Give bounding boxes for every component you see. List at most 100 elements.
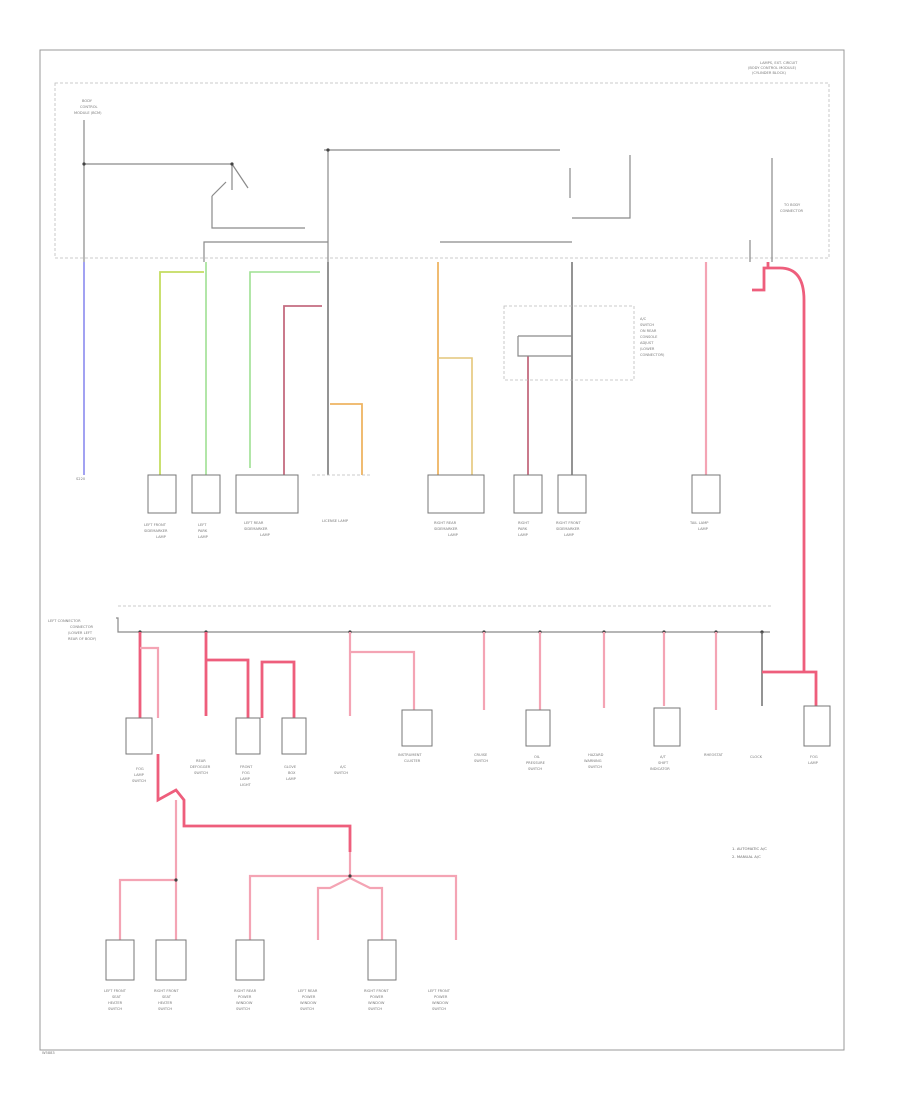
svg-text:LEFT CONNECTOR: LEFT CONNECTOR xyxy=(48,619,81,623)
svg-text:LAMP: LAMP xyxy=(198,535,209,539)
ac-switch-bottom: A/C SWITCH xyxy=(334,765,348,775)
svg-text:LAMP: LAMP xyxy=(448,533,459,537)
svg-text:FOG: FOG xyxy=(242,771,250,775)
svg-text:LEFT: LEFT xyxy=(198,523,207,527)
svg-text:S220: S220 xyxy=(76,477,86,481)
license-lamp: LICENSE LAMP xyxy=(312,474,372,523)
top-right-note: LAMPS, EXT. CIRCUIT (BODY CONTROL MODULE… xyxy=(748,61,798,75)
svg-text:RIGHT FRONT: RIGHT FRONT xyxy=(364,989,389,993)
svg-text:FRONT: FRONT xyxy=(240,765,253,769)
svg-text:1. AUTOMATIC A/C: 1. AUTOMATIC A/C xyxy=(732,846,767,851)
svg-text:POWER: POWER xyxy=(434,995,448,999)
right-park-lamp: RIGHT PARK LAMP xyxy=(513,474,543,537)
svg-text:(LOWER: (LOWER xyxy=(640,347,655,351)
svg-text:PARK: PARK xyxy=(198,529,208,533)
svg-text:LAMPS, EXT. CIRCUIT: LAMPS, EXT. CIRCUIT xyxy=(760,61,798,65)
svg-text:HAZARD: HAZARD xyxy=(588,753,604,757)
svg-text:HEATER: HEATER xyxy=(108,1001,123,1005)
svg-text:ADJUST: ADJUST xyxy=(640,341,654,345)
cruise-switch: CRUISE SWITCH xyxy=(474,753,488,763)
svg-text:CONNECTOR: CONNECTOR xyxy=(780,209,804,213)
svg-text:SHIFT: SHIFT xyxy=(658,761,669,765)
right-rear-power-window-switch: RIGHT REAR POWER WINDOW SWITCH xyxy=(234,939,265,1011)
svg-text:POWER: POWER xyxy=(370,995,384,999)
svg-text:REAR OF BODY): REAR OF BODY) xyxy=(68,637,97,641)
left-park-lamp: LEFT PARK LAMP xyxy=(191,474,221,539)
svg-text:RHEOSTAT: RHEOSTAT xyxy=(704,753,724,757)
left-front-sidemarker-lamp: LEFT FRONT SIDEMARKER LAMP xyxy=(144,474,177,539)
ac-switch-contacts xyxy=(517,335,572,357)
right-front-power-window-switch: RIGHT FRONT POWER WINDOW SWITCH xyxy=(364,939,397,1011)
svg-text:WINDOW: WINDOW xyxy=(300,1001,317,1005)
svg-text:LAMP: LAMP xyxy=(156,535,167,539)
ac-switch-dashed-box xyxy=(503,305,635,381)
svg-text:LEFT FRONT: LEFT FRONT xyxy=(104,989,127,993)
fog-lamp-switch: FOG LAMP SWITCH xyxy=(125,717,153,783)
glove-box-lamp: GLOVE BOX LAMP xyxy=(281,717,307,781)
svg-text:PRESSURE: PRESSURE xyxy=(526,761,546,765)
svg-text:PARK: PARK xyxy=(518,527,528,531)
svg-text:OIL: OIL xyxy=(534,755,540,759)
svg-text:LAMP: LAMP xyxy=(518,533,529,537)
svg-text:LEFT FRONT: LEFT FRONT xyxy=(144,523,167,527)
ground-bus-label: LEFT CONNECTOR CONNECTOR (LOWER LEFT REA… xyxy=(48,619,97,641)
svg-text:CRUISE: CRUISE xyxy=(474,753,488,757)
svg-text:CONSOLE: CONSOLE xyxy=(640,335,658,339)
svg-text:WINDOW: WINDOW xyxy=(432,1001,449,1005)
ground-s220: S220 xyxy=(76,477,86,481)
svg-text:LIGHT: LIGHT xyxy=(240,783,252,787)
svg-text:HEATER: HEATER xyxy=(158,1001,173,1005)
clock: CLOCK xyxy=(750,755,763,759)
header-connector-label: BODY CONTROL MODULE (BCM) xyxy=(74,99,102,115)
svg-text:SWITCH: SWITCH xyxy=(194,771,208,775)
svg-text:LAMP: LAMP xyxy=(260,533,271,537)
svg-text:A/T: A/T xyxy=(660,755,667,759)
svg-text:SWITCH: SWITCH xyxy=(108,1007,122,1011)
svg-text:SWITCH: SWITCH xyxy=(236,1007,250,1011)
svg-text:LAMP: LAMP xyxy=(134,773,145,777)
diagram-frame xyxy=(39,49,845,1051)
left-front-power-window-switch: LEFT FRONT POWER WINDOW SWITCH xyxy=(428,989,451,1011)
svg-text:SWITCH: SWITCH xyxy=(474,759,488,763)
svg-text:INSTRUMENT: INSTRUMENT xyxy=(398,753,422,757)
svg-text:TAIL LAMP: TAIL LAMP xyxy=(689,521,709,525)
svg-text:SWITCH: SWITCH xyxy=(300,1007,314,1011)
rear-defogger-switch: REAR DEFOGGER SWITCH xyxy=(190,759,211,775)
svg-text:RIGHT REAR: RIGHT REAR xyxy=(234,989,257,993)
svg-text:LEFT FRONT: LEFT FRONT xyxy=(428,989,451,993)
svg-text:CLOCK: CLOCK xyxy=(750,755,763,759)
svg-text:A/C: A/C xyxy=(340,765,347,769)
footer-code: W5883 xyxy=(42,1051,55,1055)
svg-text:RIGHT: RIGHT xyxy=(518,521,530,525)
svg-text:REAR: REAR xyxy=(196,759,206,763)
svg-text:INDICATOR: INDICATOR xyxy=(650,767,670,771)
svg-text:GLOVE: GLOVE xyxy=(284,765,297,769)
svg-text:SWITCH: SWITCH xyxy=(132,779,146,783)
bus-drop-wires xyxy=(138,630,818,718)
svg-text:2. MANUAL A/C: 2. MANUAL A/C xyxy=(732,854,761,859)
svg-text:WINDOW: WINDOW xyxy=(368,1001,385,1005)
svg-text:LEFT REAR: LEFT REAR xyxy=(298,989,318,993)
ground-bus xyxy=(116,617,770,633)
svg-text:(BODY CONTROL MODULE): (BODY CONTROL MODULE) xyxy=(748,66,797,70)
hazard-warning-switch: HAZARD WARNING SWITCH xyxy=(584,753,604,769)
svg-text:FOG: FOG xyxy=(136,767,144,771)
svg-text:DEFOGGER: DEFOGGER xyxy=(190,765,211,769)
svg-text:(CYLINDER BLOCK): (CYLINDER BLOCK) xyxy=(752,71,787,75)
svg-text:SWITCH: SWITCH xyxy=(588,765,602,769)
left-rear-power-window-switch: LEFT REAR POWER WINDOW SWITCH xyxy=(298,989,318,1011)
header-internal-wiring xyxy=(82,120,773,262)
svg-text:ON REAR: ON REAR xyxy=(640,329,657,333)
svg-text:LAMP: LAMP xyxy=(286,777,297,781)
svg-text:TO BODY: TO BODY xyxy=(783,203,801,207)
svg-text:(LOWER LEFT: (LOWER LEFT xyxy=(68,631,93,635)
svg-text:SIDEMARKER: SIDEMARKER xyxy=(144,529,168,533)
svg-text:FOG: FOG xyxy=(810,755,818,759)
svg-text:WINDOW: WINDOW xyxy=(236,1001,253,1005)
svg-text:SWITCH: SWITCH xyxy=(432,1007,446,1011)
svg-text:LAMP: LAMP xyxy=(564,533,575,537)
svg-text:SWITCH: SWITCH xyxy=(368,1007,382,1011)
svg-text:BOX: BOX xyxy=(288,771,296,775)
svg-text:SIDEMARKER: SIDEMARKER xyxy=(556,527,580,531)
oil-pressure-switch: OIL PRESSURE SWITCH xyxy=(525,709,551,771)
